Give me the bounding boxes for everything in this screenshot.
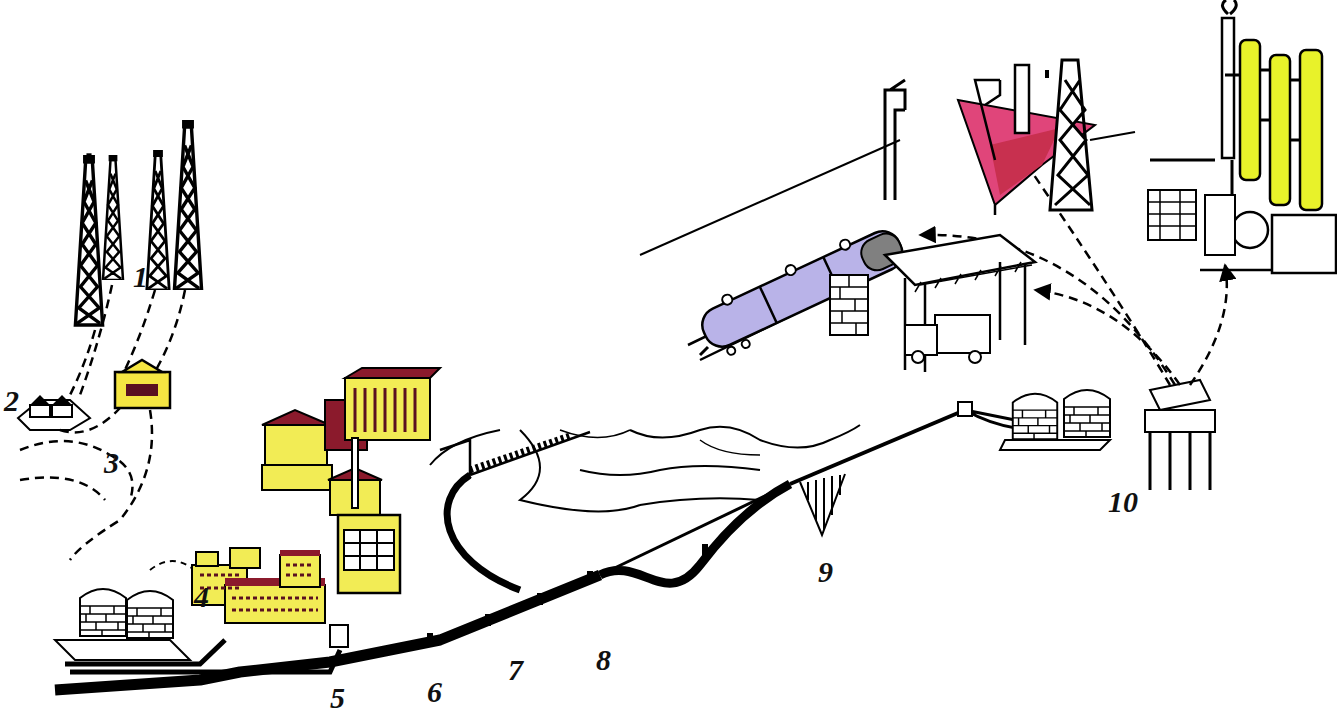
- brick-lines: [830, 275, 868, 335]
- refinery-building: [1148, 190, 1196, 240]
- supply-arrow: [1035, 290, 1180, 385]
- callout-number: 2: [4, 386, 19, 416]
- storage-tank: [127, 591, 173, 638]
- wheel: [726, 345, 737, 356]
- brick-lines: [1148, 190, 1196, 240]
- refinery-tank: [1205, 195, 1235, 255]
- hatch: [784, 263, 797, 276]
- oil-derrick: [75, 153, 102, 325]
- tank-farm-base: [55, 640, 190, 660]
- tank-farm-base: [1000, 440, 1110, 450]
- main-pipeline: [790, 410, 965, 484]
- station-building: [345, 378, 430, 440]
- tanker-hull: [990, 128, 1060, 195]
- refinery-building: [1272, 215, 1336, 273]
- station-building: [262, 465, 332, 490]
- callout-number: 3: [104, 448, 119, 478]
- car-joint: [760, 257, 840, 323]
- separator: [30, 405, 50, 417]
- roof: [262, 410, 330, 425]
- callout-number: 1: [133, 262, 148, 292]
- windows: [355, 388, 415, 432]
- smoke: [1222, 0, 1236, 14]
- backup-line: [600, 484, 790, 575]
- wheel: [740, 339, 751, 350]
- separator: [52, 405, 72, 417]
- road-edge: [430, 430, 500, 465]
- windows: [200, 565, 318, 610]
- callout-number: 10: [1108, 487, 1138, 517]
- ship-mast: [1015, 65, 1029, 133]
- berth-tower: [1050, 60, 1092, 210]
- wheel: [912, 351, 924, 363]
- road-edge: [466, 470, 520, 580]
- hatch: [721, 293, 734, 306]
- wheel: [969, 351, 981, 363]
- window-frame: [344, 530, 394, 570]
- brick-pier: [830, 275, 868, 335]
- station-building: [280, 555, 320, 587]
- chimney: [352, 438, 358, 508]
- river-bank: [560, 430, 760, 455]
- bridge-road: [440, 432, 590, 475]
- roof: [280, 550, 320, 556]
- loading-rack: [1145, 410, 1215, 432]
- station-building: [225, 585, 325, 623]
- rack-legs: [1150, 432, 1210, 490]
- berth-crane: [975, 80, 1000, 215]
- ground-line: [1200, 269, 1272, 272]
- gathering-line: [20, 408, 152, 560]
- process-piping: [1225, 70, 1300, 200]
- hatch: [838, 238, 851, 251]
- distillation-column: [1240, 40, 1260, 180]
- storage-tank: [80, 589, 126, 636]
- station-building: [265, 425, 327, 465]
- supply-arrow: [1190, 265, 1227, 385]
- station-building: [230, 548, 260, 568]
- storage-tank: [1064, 390, 1110, 437]
- loading-gantry: [885, 80, 905, 200]
- station-building: [196, 552, 218, 566]
- marker: [1045, 70, 1049, 78]
- pipe-rack: [1150, 159, 1215, 162]
- bridge: [470, 436, 570, 470]
- loading-bridge: [640, 140, 900, 255]
- tank-car-train: [693, 219, 912, 362]
- pump-house-window: [126, 384, 158, 396]
- valve-house: [330, 625, 348, 647]
- callout-number: 9: [818, 557, 833, 587]
- pump-house: [115, 372, 170, 408]
- truck-cab: [905, 325, 937, 355]
- shed-posts: [905, 262, 1025, 372]
- callout-number: 4: [194, 582, 209, 612]
- callout-number: 5: [330, 683, 345, 713]
- callout-number: 8: [596, 645, 611, 675]
- tank-truck: [935, 315, 990, 353]
- mooring-line: [1090, 132, 1135, 140]
- station-building: [338, 515, 400, 593]
- window-grid: [344, 530, 394, 570]
- roof: [345, 368, 440, 378]
- chimney: [1222, 18, 1234, 158]
- storage-tank: [1013, 394, 1057, 439]
- ravine: [800, 474, 845, 535]
- distillation-column: [1300, 50, 1322, 210]
- pump-house-roof: [122, 360, 162, 372]
- oil-derrick: [174, 118, 201, 290]
- ravine-hatching: [808, 475, 840, 530]
- distillation-column: [1270, 55, 1290, 205]
- separator-roof: [30, 395, 72, 405]
- valve-house: [958, 402, 972, 416]
- tank-car: [696, 225, 908, 352]
- station-piping: [65, 640, 340, 672]
- oil-derrick: [103, 154, 123, 280]
- oil-derrick: [147, 149, 169, 290]
- callout-number: 7: [508, 655, 523, 685]
- spherical-tank: [1232, 212, 1268, 248]
- shed-beams: [915, 262, 1032, 292]
- callout-number: 6: [427, 677, 442, 707]
- collection-platform: [18, 400, 90, 430]
